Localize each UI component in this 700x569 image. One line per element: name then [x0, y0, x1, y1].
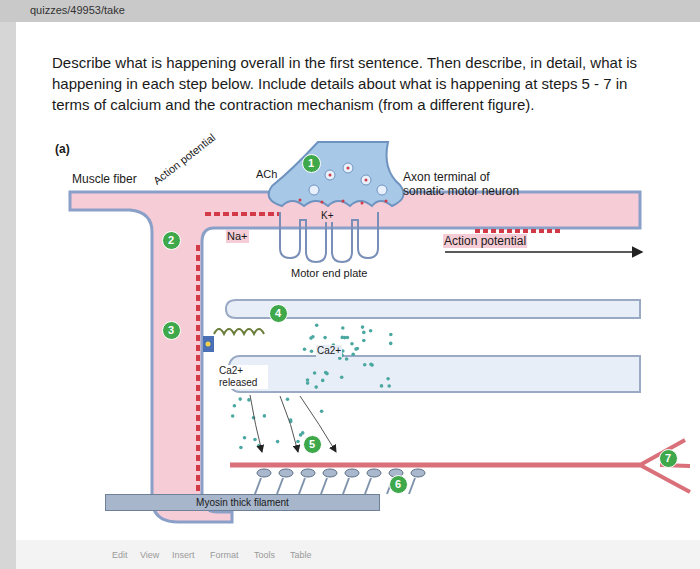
- part-label: Action potential: [443, 234, 527, 248]
- callout-number: 6: [395, 478, 401, 490]
- sarcoplasmic-reticulum: [226, 300, 640, 318]
- calcium-arrows: [250, 395, 336, 452]
- actin-thin-filament: [230, 463, 640, 468]
- callout-circle: 7: [659, 449, 678, 468]
- part-label: Ca2+: [316, 345, 342, 357]
- question-text: Describe what is happening overall in th…: [52, 52, 644, 115]
- part-label: Myosin thick filament: [196, 497, 289, 508]
- dhp-receptor: [203, 336, 214, 352]
- sarcoplasmic-reticulum: [228, 356, 640, 392]
- callout-number: 1: [308, 157, 314, 169]
- sarcolemma-action-potential: [205, 212, 280, 216]
- callout-circle: 3: [162, 321, 181, 340]
- t-tubule-action-potential: [196, 245, 200, 495]
- propagation-arrow: [445, 251, 642, 253]
- myosin-filament: Myosin thick filament: [105, 494, 380, 511]
- ryanodine-receptor: [214, 329, 264, 334]
- callout-circle: 1: [302, 154, 321, 173]
- part-label: ACh: [256, 168, 277, 181]
- paper: [16, 22, 700, 569]
- callout-number: 3: [168, 324, 174, 336]
- toolbar-item: Tools: [254, 550, 275, 561]
- part-label: Muscle fiber: [72, 172, 137, 186]
- dhp-receptor: [206, 342, 211, 347]
- callout-number: 5: [309, 438, 315, 450]
- toolbar-item: Format: [210, 550, 239, 561]
- callout-circle: 4: [269, 304, 288, 323]
- part-label: (a): [55, 142, 70, 156]
- callout-number: 4: [275, 307, 281, 319]
- axon-terminal: [269, 142, 404, 206]
- synaptic-vesicles: [309, 163, 387, 195]
- part-label: K+: [320, 210, 335, 222]
- part-label: Axon terminal of somatic motor neuron: [403, 170, 533, 199]
- toolbar-item: Edit: [112, 550, 128, 561]
- z-disc: [640, 440, 690, 492]
- callout-number: 2: [168, 234, 174, 246]
- part-label: quizzes/49953/take: [30, 4, 125, 17]
- editor-toolbar: [16, 540, 700, 569]
- callout-circle: 6: [389, 475, 408, 494]
- muscle-fiber: [70, 192, 640, 522]
- toolbar-item: Table: [290, 550, 312, 561]
- part-label: Na+: [226, 230, 249, 243]
- browser-bar: [0, 0, 700, 22]
- part-label: Ca2+ released: [218, 365, 268, 389]
- action-potential-band: [475, 229, 560, 233]
- callout-number: 7: [665, 452, 671, 464]
- myosin-heads: [255, 469, 425, 494]
- callout-circle: 2: [162, 231, 181, 250]
- toolbar-item: View: [140, 550, 159, 561]
- toolbar-item: Insert: [172, 550, 195, 561]
- callout-circle: 5: [303, 435, 322, 454]
- part-label: Motor end plate: [290, 267, 368, 280]
